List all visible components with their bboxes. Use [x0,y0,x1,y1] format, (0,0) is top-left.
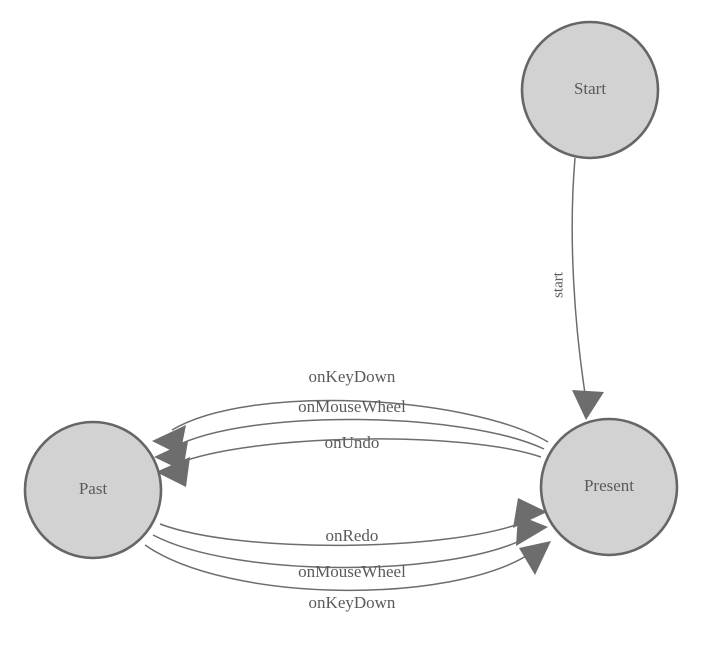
edge-label-past-to-present-onmousewheel: onMouseWheel [298,562,406,581]
node-present-circle [539,417,679,557]
edge-past-to-present-onmousewheel-arrowhead [516,515,548,546]
edge-past-to-present-onkeydown-path [144,544,532,592]
edge-past-to-present-onkeydown-arrowhead [519,541,551,575]
node-past[interactable]: Past [23,420,163,560]
edge-start-to-present[interactable]: start [550,157,604,420]
edge-start-to-present-arrowhead [572,390,604,420]
node-start-label: Start [574,79,606,98]
edge-present-to-past-onmousewheel-path [173,418,545,450]
edge-label-present-to-past-onmousewheel: onMouseWheel [298,397,406,416]
edge-label-present-to-past-onkeydown: onKeyDown [309,367,396,386]
edge-present-to-past-onundo[interactable]: onUndo [156,433,542,487]
edge-label-present-to-past-onundo: onUndo [325,433,380,452]
node-start[interactable]: Start [520,20,660,160]
edge-present-to-past-onundo-path [175,438,542,465]
edge-past-to-present-onmousewheel[interactable]: onMouseWheel [152,515,548,581]
edge-past-to-present-onredo-path [159,520,528,547]
node-start-circle [520,20,660,160]
edge-present-to-past-onundo-arrowhead [156,457,190,487]
node-present[interactable]: Present [539,417,679,557]
edge-label-start: start [550,271,566,298]
edge-past-to-present-onkeydown[interactable]: onKeyDown [144,541,551,612]
edge-past-to-present-onmousewheel-path [152,534,529,569]
node-past-label: Past [79,479,108,498]
edge-present-to-past-onkeydown-path [171,399,549,443]
edge-start-to-present-path [571,157,587,401]
node-present-label: Present [584,476,634,495]
node-past-circle [23,420,163,560]
edge-past-to-present-onredo[interactable]: onRedo [159,498,547,547]
edge-label-past-to-present-onkeydown: onKeyDown [309,593,396,612]
edge-label-past-to-present-onredo: onRedo [326,526,379,545]
